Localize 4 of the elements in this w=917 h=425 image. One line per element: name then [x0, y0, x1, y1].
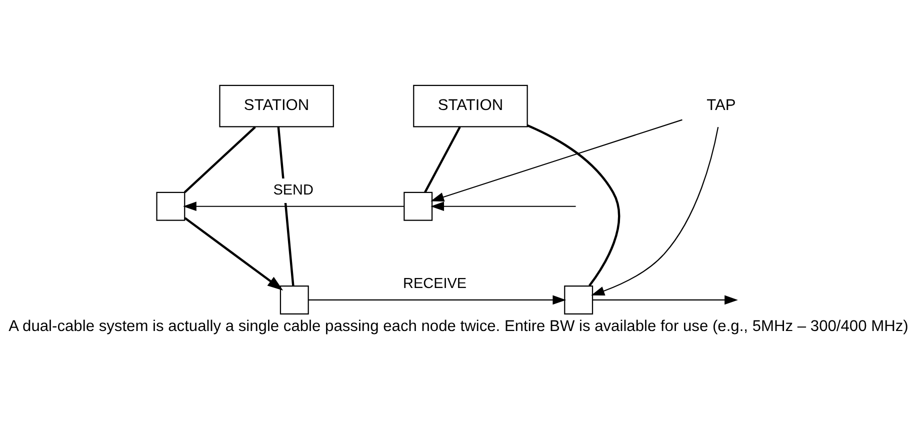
- node-text: TAP: [706, 97, 736, 114]
- edge-label: SEND: [273, 182, 314, 199]
- edge-label: RECEIVE: [403, 276, 467, 292]
- caption: A dual-cable system is actually a single cable passing each node twice. Entire BW is available for use (e.g., 5MHz – 300/400 MHz): [8, 318, 908, 335]
